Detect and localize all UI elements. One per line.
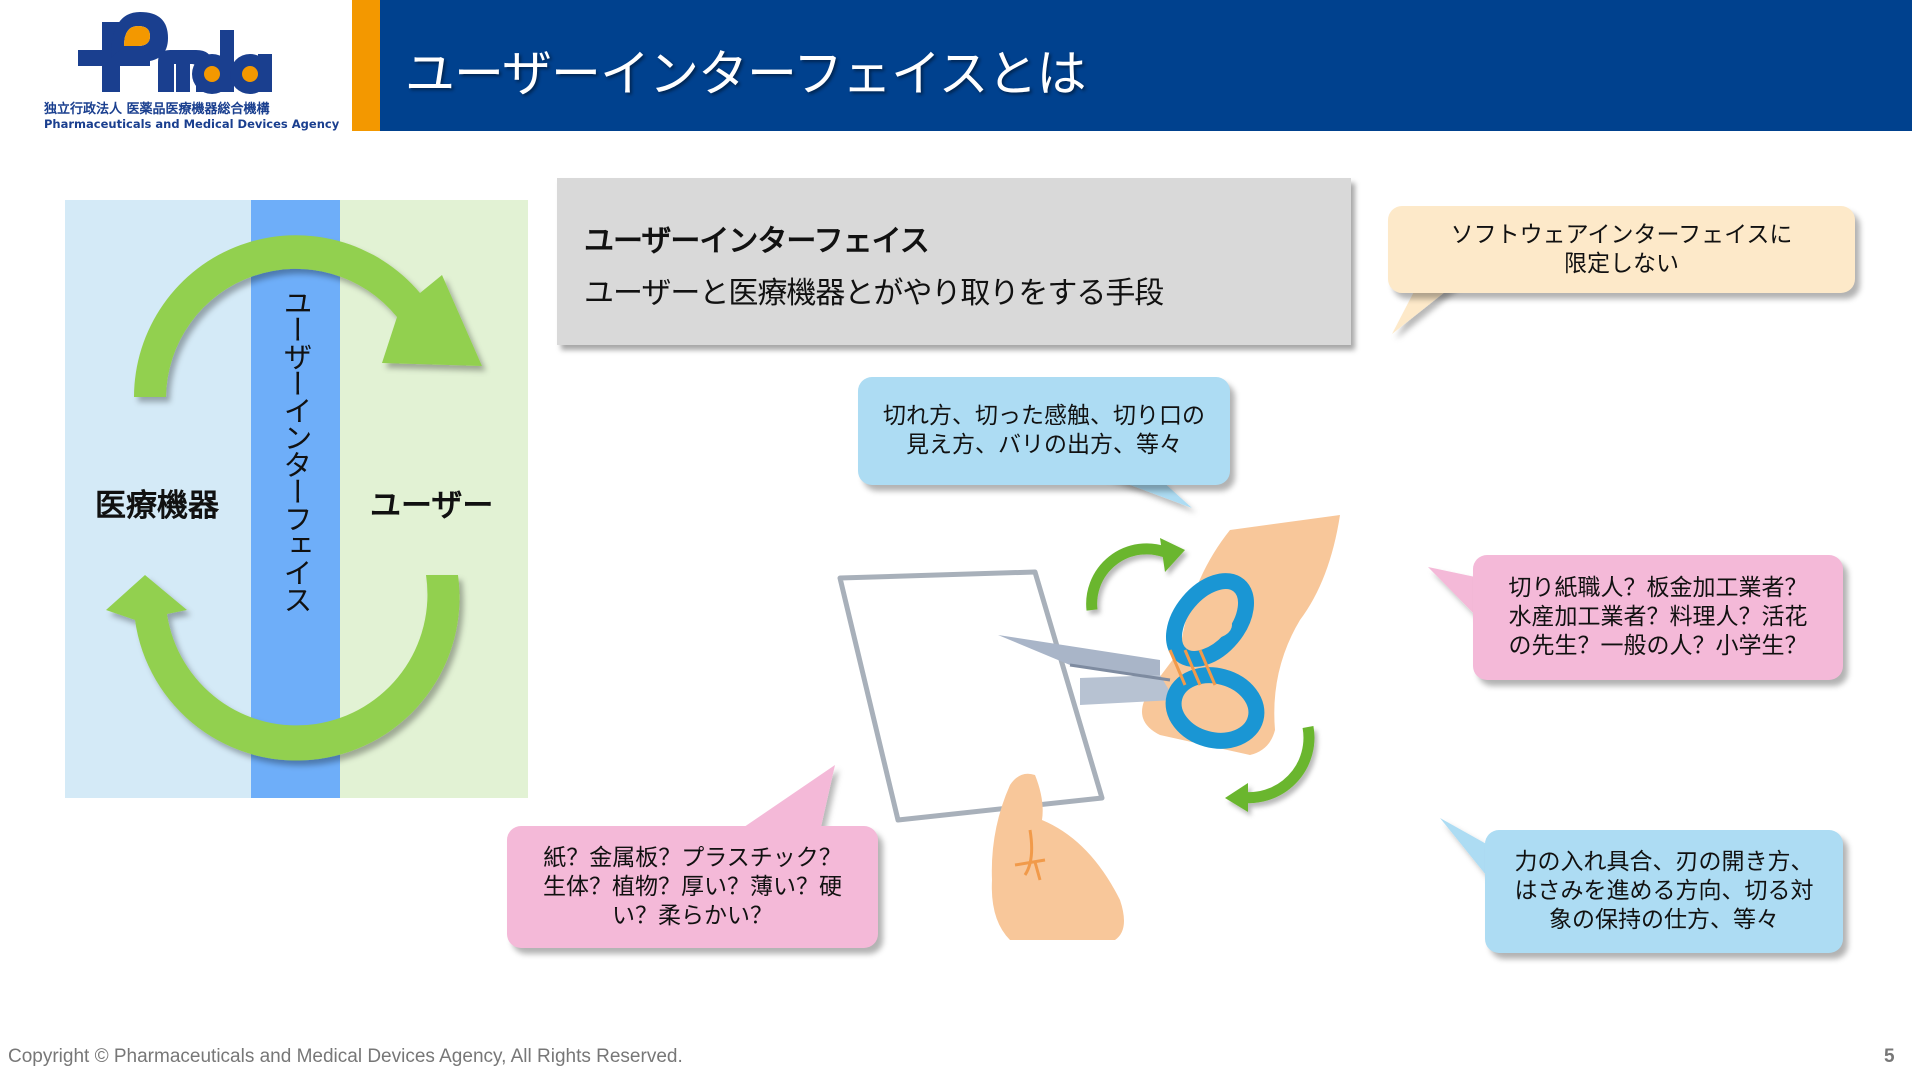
operation-callout-tail: [1440, 818, 1490, 880]
paper: [837, 569, 1105, 823]
pmda-logo: 独立行政法人 医薬品医療機器総合機構 Pharmaceuticals and M…: [0, 0, 352, 131]
materials-callout-tail: [725, 765, 835, 840]
ui-cycle-diagram: ユーザーインターフェイス 医療機器 ユーザー: [65, 200, 528, 798]
callout-line: の先生？一般の人？小学生？: [1508, 633, 1808, 659]
operation-callout: 力の入れ具合、刃の開き方、 はさみを進める方向、切る対 象の保持の仕方、等々: [1485, 830, 1843, 953]
software-callout-tail: [1392, 280, 1460, 334]
callout-line: 紙？金属板？プラスチック？: [543, 844, 842, 871]
copyright-text: Copyright © Pharmaceuticals and Medical …: [8, 1046, 683, 1067]
logo-subtitle-en: Pharmaceuticals and Medical Devices Agen…: [44, 117, 340, 131]
scissors-upper-handle: [1165, 573, 1255, 667]
callout-line: い？柔らかい？: [612, 902, 773, 929]
materials-callout: 紙？金属板？プラスチック？ 生体？植物？厚い？薄い？硬 い？柔らかい？: [507, 826, 878, 948]
user-label: ユーザー: [370, 488, 494, 524]
cut-quality-callout: 切れ方、切った感触、切り口の 見え方、バリの出方、等々: [858, 377, 1230, 485]
software-callout: ソフトウェアインターフェイスに 限定しない: [1388, 206, 1855, 293]
callout-line: 切り紙職人？板金加工業者？: [1508, 575, 1808, 601]
left-hand: [991, 773, 1124, 940]
cycle-arrows-icon: [106, 235, 482, 761]
page-number: 5: [1884, 1046, 1895, 1067]
callout-line: 見え方、バリの出方、等々: [906, 432, 1182, 458]
callout-line: 水産加工業者？料理人？活花: [1508, 604, 1808, 630]
users-callout: 切り紙職人？板金加工業者？ 水産加工業者？料理人？活花 の先生？一般の人？小学生…: [1473, 555, 1843, 680]
page-title: ユーザーインターフェイスとは: [405, 45, 1086, 103]
header-accent-bar: [352, 0, 380, 131]
callout-line: 力の入れ具合、刃の開き方、: [1514, 849, 1814, 875]
header-bar: [380, 0, 1912, 131]
scissors-lower-blade: [1080, 675, 1175, 705]
device-label: 医療機器: [95, 488, 219, 524]
scissors-cutting-paper-icon: [837, 515, 1340, 940]
rotate-cw-arrow: [1086, 538, 1185, 611]
definition-description: ユーザーと医療機器とがやり取りをする手段: [584, 276, 1164, 311]
callout-line: 生体？植物？厚い？薄い？硬: [543, 873, 842, 900]
interface-column: [251, 200, 340, 798]
definition-box: ユーザーインターフェイス ユーザーと医療機器とがやり取りをする手段: [557, 178, 1351, 345]
callout-line: はさみを進める方向、切る対: [1514, 878, 1814, 904]
pmda-logo-icon: [78, 12, 272, 94]
bottom-arrow: [106, 575, 460, 761]
top-arrow: [134, 235, 482, 397]
callout-line: 限定しない: [1564, 250, 1679, 277]
device-column: [65, 200, 251, 798]
scissors-upper-blade: [998, 635, 1160, 678]
scissors-lower-handle: [1165, 667, 1265, 749]
callout-line: 切れ方、切った感触、切り口の: [883, 403, 1205, 429]
users-callout-tail: [1428, 567, 1480, 620]
logo-subtitle-jp: 独立行政法人 医薬品医療機器総合機構: [44, 102, 270, 117]
rotate-ccw-arrow: [1225, 726, 1315, 812]
interface-label: ユーザーインターフェイス: [279, 288, 313, 612]
callout-line: ソフトウェアインターフェイスに: [1450, 221, 1793, 248]
callout-line: 象の保持の仕方、等々: [1549, 907, 1779, 933]
definition-term: ユーザーインターフェイス: [584, 224, 930, 259]
